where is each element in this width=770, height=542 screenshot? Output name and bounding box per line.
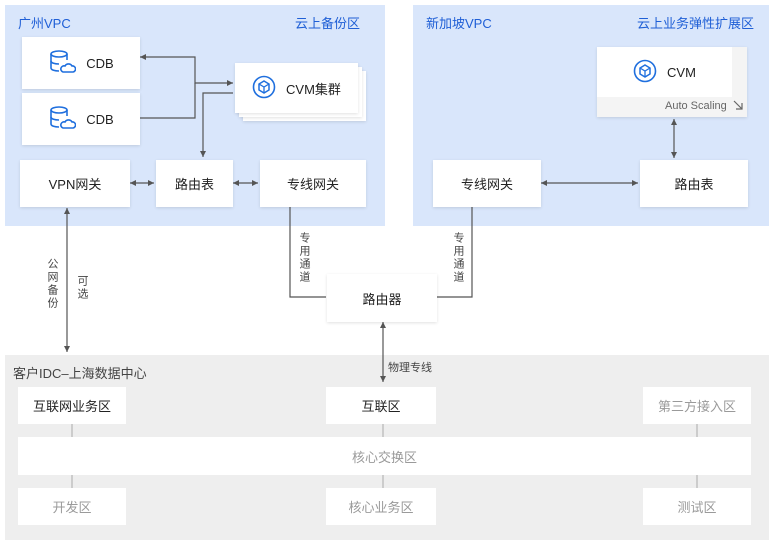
cdb-node-2[interactable]: CDB (22, 93, 140, 145)
dedicated-channel-label-left: 专用通道 (298, 232, 310, 284)
cvm-icon (633, 59, 657, 86)
cvm-icon (252, 75, 276, 102)
router-node[interactable]: 路由器 (327, 274, 437, 322)
sg-route-table-node[interactable]: 路由表 (640, 160, 748, 207)
core-switch-zone-node[interactable]: 核心交换区 (18, 437, 751, 475)
idc-title: 客户IDC–上海数据中心 (13, 366, 147, 381)
sg-cvm-label: CVM (667, 64, 696, 80)
dedicated-channel-label-right: 专用通道 (452, 232, 464, 284)
vpn-gateway-node[interactable]: VPN网关 (20, 160, 130, 207)
gz-dc-gateway-node[interactable]: 专线网关 (260, 160, 366, 207)
dev-zone-node[interactable]: 开发区 (18, 488, 126, 525)
guangzhou-vpc-title: 广州VPC (18, 16, 71, 31)
cdb-node-1[interactable]: CDB (22, 37, 140, 89)
optional-label: 可选 (76, 275, 88, 301)
database-cloud-icon (48, 48, 77, 79)
gz-route-table-node[interactable]: 路由表 (156, 160, 233, 207)
singapore-vpc-subtitle: 云上业务弹性扩展区 (637, 16, 755, 31)
interconnect-zone-node[interactable]: 互联区 (326, 387, 436, 424)
public-backup-label: 公网备份 (46, 258, 58, 310)
cdb-label-2: CDB (86, 111, 114, 127)
sg-dc-gateway-node[interactable]: 专线网关 (433, 160, 541, 207)
cdb-label-1: CDB (86, 55, 114, 71)
diagonal-arrow-icon (732, 98, 744, 116)
cvm-cluster-label: CVM集群 (286, 81, 341, 97)
sg-cvm-node[interactable]: CVM (597, 47, 732, 97)
internet-zone-node[interactable]: 互联网业务区 (18, 387, 126, 424)
database-cloud-icon (48, 104, 77, 135)
core-business-zone-node[interactable]: 核心业务区 (326, 488, 436, 525)
test-zone-node[interactable]: 测试区 (643, 488, 751, 525)
physical-line-label: 物理专线 (388, 362, 432, 374)
cvm-cluster-node[interactable]: CVM集群 (235, 63, 358, 113)
guangzhou-vpc-subtitle: 云上备份区 (295, 16, 361, 31)
singapore-vpc-title: 新加坡VPC (426, 16, 492, 31)
third-party-zone-node[interactable]: 第三方接入区 (643, 387, 751, 424)
auto-scaling-label: Auto Scaling (665, 100, 727, 112)
